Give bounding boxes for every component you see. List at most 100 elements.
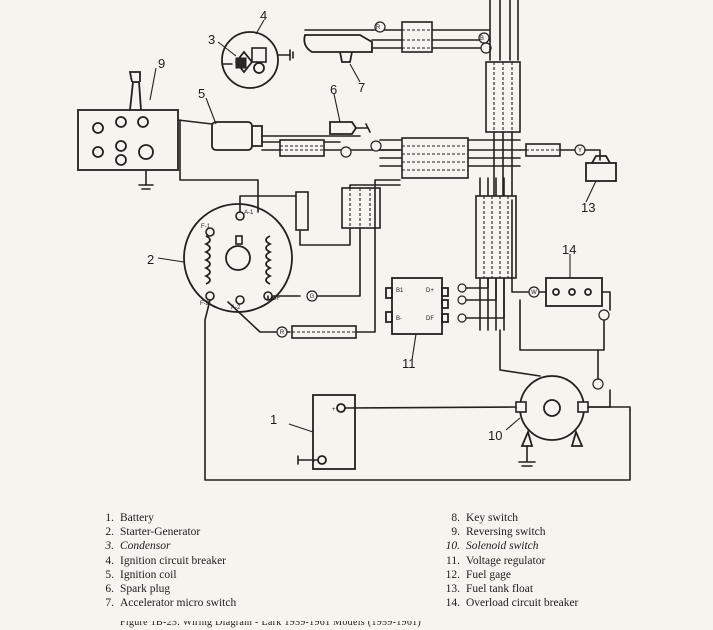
legend-item-number: 3.	[105, 540, 114, 553]
legend-item-text: Condensor	[120, 540, 171, 553]
legend-item-text: Ignition circuit breaker	[120, 554, 227, 567]
legend-item-number: 10.	[445, 540, 460, 553]
legend-item: 7. Accelerator micro switch	[94, 596, 236, 610]
terminal-a1-label: A-1	[244, 210, 254, 216]
legend-item: 14. Overload circuit breaker	[440, 596, 579, 610]
legend-left-column: 1. Battery 2. Starter-Generator 3. Condenso…	[94, 511, 236, 610]
harness-sleeve-top	[401, 21, 433, 53]
legend-item-text: Accelerator micro switch	[120, 597, 237, 610]
wire-tag-reg-2	[457, 295, 467, 305]
figure-caption: Figure 1B-25. Wiring Diagram - Lark 1959…	[120, 617, 422, 628]
legend-item-number: 6.	[105, 583, 114, 596]
spark-plug	[329, 121, 371, 135]
callout-7: 7	[358, 80, 365, 95]
wire-tag-14	[598, 309, 610, 321]
legend-item-text: Ignition coil	[120, 568, 177, 581]
wire-tag-r-top	[374, 21, 386, 33]
legend-item: 4. Ignition circuit breaker	[94, 554, 236, 568]
callout-11: 11	[402, 356, 416, 371]
legend-item: 5. Ignition coil	[94, 568, 236, 582]
wire-tag-r-bottom	[276, 326, 288, 338]
legend-item: 1. Battery	[94, 511, 236, 525]
harness-sleeve-center	[341, 187, 381, 229]
legend-item-number: 9.	[451, 526, 460, 539]
legend-item-number: 5.	[105, 568, 114, 581]
legend-item-number: 13.	[445, 583, 460, 596]
legend-item-text: Key switch	[466, 512, 519, 524]
solenoid-switch	[515, 375, 589, 447]
legend-item: 6. Spark plug	[94, 582, 236, 596]
legend-item-text: Fuel tank float	[466, 583, 534, 596]
terminal-b1-label: B1	[396, 288, 404, 294]
wiring-diagram: F-1 A-1 F-2 A-2 DF B1 B- D+ DF	[77, 0, 631, 481]
ignition-coil	[211, 121, 263, 151]
harness-sleeve-coil	[279, 139, 325, 157]
legend-item-text: Spark plug	[120, 583, 171, 596]
terminal-b-minus-label: B-	[396, 316, 402, 322]
legend-item-text: Fuel gage	[466, 568, 512, 581]
callout-13: 13	[581, 200, 595, 215]
legend-item-number: 8.	[451, 512, 460, 524]
legend-item-text: Solenoid switch	[466, 540, 539, 553]
harness-sleeve-middle	[401, 137, 469, 179]
terminal-df-reg-label: DF	[426, 316, 434, 322]
condensor	[235, 57, 247, 69]
accelerator-micro-switch	[303, 29, 373, 63]
legend-item-text: Battery	[120, 512, 154, 524]
legend-item-number: 4.	[105, 554, 114, 567]
callout-6: 6	[330, 82, 337, 97]
legend-item: 11. Voltage regulator	[440, 554, 578, 568]
harness-sleeve-gen	[295, 191, 309, 231]
wire-tag-top-3	[480, 42, 492, 54]
wire-tag-letter-b: B	[480, 36, 484, 42]
wire-tag-letter-r: R	[376, 25, 381, 31]
callout-14: 14	[562, 242, 576, 257]
callout-4: 4	[260, 8, 267, 23]
wire-tag-letter-y: Y	[578, 148, 582, 154]
terminal-f2-label: F-2	[200, 301, 210, 307]
fuel-tank-float	[585, 155, 617, 182]
battery-minus-label: -	[313, 459, 315, 465]
legend-right-column: 8. Key switch 9. Reversing switch 10. Solen…	[440, 511, 579, 610]
harness-sleeve-lower	[475, 195, 517, 279]
legend-item-number: 14.	[445, 597, 460, 610]
callout-5: 5	[198, 86, 205, 101]
legend-item-number: 12.	[445, 568, 460, 581]
wire-tag-reg-1	[457, 283, 467, 293]
legend-item: 2. Starter-Generator	[94, 525, 236, 539]
callout-9: 9	[158, 56, 165, 71]
legend-item-text: Reversing switch	[466, 526, 546, 539]
terminal-f1-label: F-1	[201, 224, 211, 230]
wire-tag-letter-g: G	[310, 294, 315, 300]
legend-item-text: Overload circuit breaker	[466, 597, 579, 610]
wire-tag-b-right	[592, 378, 604, 390]
legend-item-text: Starter-Generator	[120, 526, 201, 539]
voltage-regulator	[385, 277, 449, 335]
reversing-switch	[77, 71, 179, 190]
legend-item-number: 1.	[105, 512, 114, 524]
wire-tag-b-mid	[370, 140, 382, 152]
wire-tag-letter-w: W	[531, 290, 537, 296]
legend-item: 13. Fuel tank float	[440, 582, 578, 596]
wire-tag-coil	[340, 146, 352, 158]
legend-item-number: 2.	[105, 526, 114, 539]
legend-item: 10. Solenoid switch	[440, 539, 578, 553]
legend-item-text: Voltage regulator	[466, 554, 546, 567]
legend-item-number: 7.	[105, 597, 114, 610]
legend-item: 9. Reversing switch	[440, 525, 578, 539]
callout-3: 3	[208, 32, 215, 47]
legend-item-number: 11.	[446, 554, 460, 567]
callout-1: 1	[270, 412, 277, 427]
wire-tag-reg-3	[457, 313, 467, 323]
legend-item: 3. Condensor	[94, 539, 236, 553]
terminal-df-label: DF	[272, 296, 280, 302]
terminal-a2-label: A-2	[231, 305, 241, 311]
callout-2: 2	[147, 252, 154, 267]
legend-item: 8. Key switch	[440, 511, 578, 525]
terminal-d-plus-label: D+	[426, 288, 434, 294]
wire-tag-letter-r-bottom: R	[280, 330, 285, 336]
legend-item: 12. Fuel gage	[440, 568, 578, 582]
battery-plus-label: +	[332, 407, 336, 413]
overload-circuit-breaker	[545, 277, 603, 307]
callout-10: 10	[488, 428, 502, 443]
